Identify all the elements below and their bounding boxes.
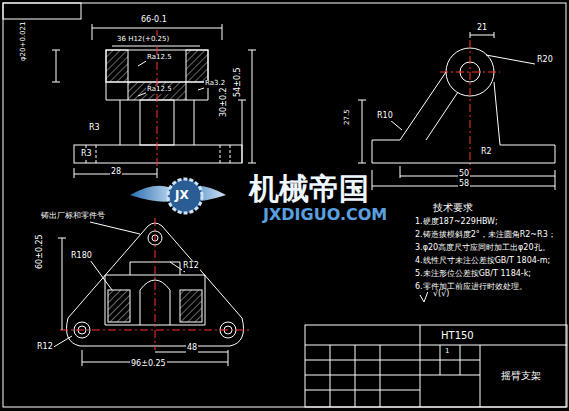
dimension: 66-0.1: [140, 16, 168, 25]
dimension: 58: [458, 180, 470, 189]
requirement: 3.φ20高度尺寸应同时加工出φ20孔。: [414, 244, 551, 253]
radius: R3: [80, 150, 93, 159]
requirement: 2.铸造拔模斜度2°，未注圆角R2~R3；: [414, 231, 557, 240]
requirement: 4.线性尺寸未注公差按GB/T 1804-m;: [414, 257, 551, 266]
requirement: 1.硬度187~229HBW;: [414, 218, 499, 227]
material: HT150: [440, 330, 475, 341]
part-name: 摇臂支架: [500, 370, 542, 381]
dimension: 21: [476, 24, 488, 33]
note: 铸出厂标和零件号: [40, 212, 106, 221]
requirement: 5.未注形位公差按GB/T 1184-k;: [414, 270, 532, 279]
radius: R2: [480, 148, 493, 157]
roughness-symbol: √(√): [432, 290, 450, 299]
roughness: Ra12.5: [146, 54, 173, 62]
heading: 技术要求: [432, 202, 474, 213]
table-cell: 1: [444, 348, 450, 356]
dimension: φ20+0.021: [20, 21, 28, 62]
watermark: JXDIGUO.COM: [262, 206, 388, 224]
watermark: 机械帝国: [248, 172, 370, 205]
radius: R12: [36, 343, 54, 352]
dimension: 50: [458, 170, 470, 179]
dimension: 60±0.25: [36, 233, 45, 270]
radius: R3: [88, 124, 101, 133]
dimension: 30±0.2: [220, 86, 229, 118]
roughness: Ra12.5: [146, 86, 173, 94]
logo-text: JX: [174, 189, 190, 202]
radius: R20: [536, 56, 554, 65]
radius: R180: [70, 252, 93, 261]
radius: R10: [376, 112, 394, 121]
dimension: 36 H12(+0.25): [116, 36, 170, 44]
radius: R12: [182, 262, 200, 271]
dimension: 54±0.5: [234, 66, 243, 98]
dimension: 28: [110, 168, 122, 177]
dimension: 96±0.25: [130, 360, 167, 369]
dimension: 27.5: [344, 108, 352, 126]
dimension: 48: [186, 344, 198, 353]
